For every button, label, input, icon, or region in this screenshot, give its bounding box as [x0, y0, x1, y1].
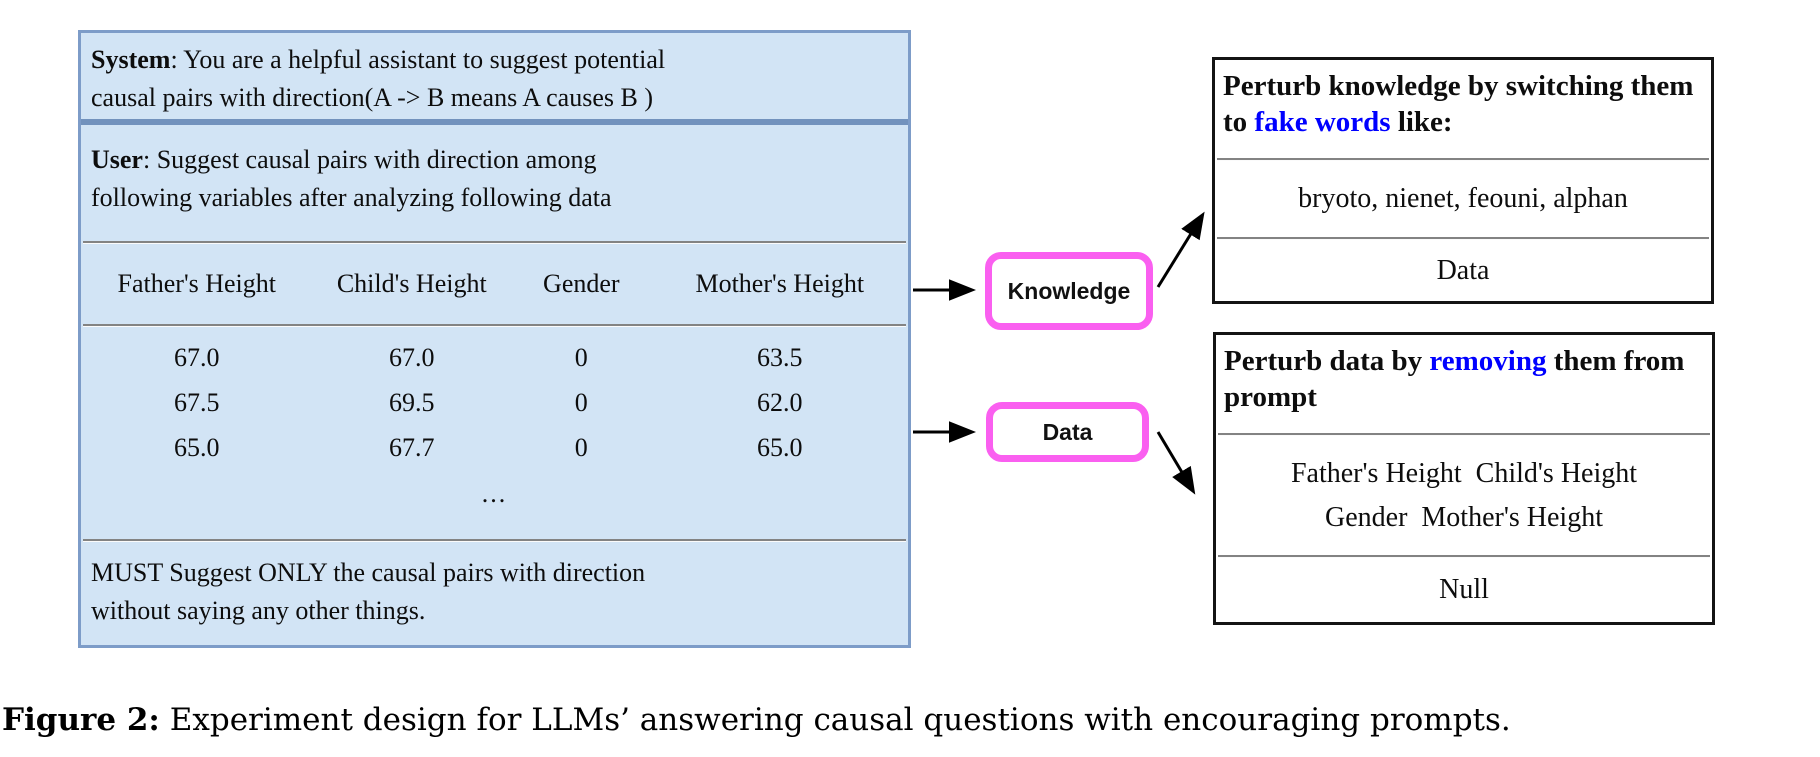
table-cell: 63.5	[757, 343, 803, 372]
section-divider	[83, 324, 906, 327]
section-divider	[1218, 555, 1710, 558]
title-text: Perturb data by	[1224, 345, 1430, 377]
user-text-line2: following variables after analyzing foll…	[91, 183, 612, 212]
table-cell: 69.5	[389, 388, 435, 417]
table-header: Child's Height	[336, 269, 487, 298]
system-text-line1: : You are a helpful assistant to suggest…	[170, 45, 666, 74]
table-row: 67.0 67.0 0 63.5	[81, 335, 908, 380]
data-node: Data	[986, 402, 1149, 462]
user-text-line1: : Suggest causal pairs with direction am…	[142, 145, 597, 174]
table-cell: 0	[574, 433, 588, 462]
knowledge-node: Knowledge	[985, 252, 1153, 330]
fake-words-text: bryoto, nienet, feouni, alphan	[1298, 183, 1628, 214]
section-divider	[83, 241, 906, 244]
table-header: Mother's Height	[695, 269, 865, 298]
user-label: User	[91, 145, 143, 174]
variables-line2: Gender Mother's Height	[1325, 501, 1603, 533]
variables-line1: Father's Height Child's Height	[1290, 457, 1638, 489]
knowledge-perturbation-box: Perturb knowledge by switching them to f…	[1212, 57, 1714, 304]
arrow-knowledge-to-perturb-box	[1156, 211, 1205, 288]
title-text: Perturb knowledge by switching them to	[1223, 70, 1694, 138]
title-highlight: fake words	[1254, 106, 1391, 138]
figure-caption-label: Figure 2:	[2, 702, 160, 738]
section-divider	[1217, 237, 1709, 240]
title-text: like:	[1390, 106, 1453, 138]
data-table: 67.0 67.0 0 63.5 67.5 69.5 0 62.0 65.0 6…	[81, 327, 908, 539]
title-text: them from prompt	[1224, 345, 1685, 413]
user-message: User: Suggest causal pairs with directio…	[81, 125, 908, 241]
knowledge-box-footer-text: Data	[1436, 254, 1490, 286]
instruction-line1: MUST Suggest ONLY the causal pairs with …	[91, 558, 646, 587]
table-cell: 62.0	[757, 388, 803, 417]
instruction-line2: without saying any other things.	[91, 596, 426, 625]
table-cell: 67.7	[389, 433, 435, 462]
figure-caption: Figure 2: Experiment design for LLMs’ an…	[2, 698, 1818, 742]
data-perturbation-title: Perturb data by removing them from promp…	[1216, 335, 1712, 433]
system-label: System	[91, 45, 171, 74]
system-text-line2: causal pairs with direction(A -> B means…	[91, 83, 653, 112]
section-divider	[1217, 158, 1709, 161]
table-cell: 65.0	[757, 433, 803, 462]
knowledge-node-label: Knowledge	[1007, 277, 1131, 304]
title-highlight: removing	[1429, 345, 1547, 377]
data-box-footer-text: Null	[1439, 574, 1489, 605]
table-cell: 0	[574, 343, 588, 372]
knowledge-perturbation-title: Perturb knowledge by switching them to f…	[1215, 60, 1711, 158]
prompt-box: System: You are a helpful assistant to s…	[78, 30, 911, 648]
section-divider	[83, 539, 906, 542]
arrow-data-to-perturb-box	[1156, 431, 1196, 495]
table-row: 67.5 69.5 0 62.0	[81, 380, 908, 425]
section-divider	[1218, 433, 1710, 436]
fake-words-list: bryoto, nienet, feouni, alphan	[1215, 161, 1711, 237]
table-cell: 67.0	[389, 343, 435, 372]
instruction-message: MUST Suggest ONLY the causal pairs with …	[81, 542, 908, 645]
system-message: System: You are a helpful assistant to s…	[81, 33, 908, 125]
table-cell: 67.0	[174, 343, 220, 372]
knowledge-box-footer: Data	[1215, 240, 1711, 301]
table-row: 65.0 67.7 0 65.0	[81, 425, 908, 470]
figure-caption-text: Experiment design for LLMs’ answering ca…	[169, 702, 1511, 738]
table-header-row: Father's Height Child's Height Gender Mo…	[81, 244, 908, 324]
data-perturbation-box: Perturb data by removing them from promp…	[1213, 332, 1715, 625]
table-header: Gender	[543, 269, 620, 298]
table-cell: 65.0	[174, 433, 220, 462]
variables-list: Father's Height Child's Height Gender Mo…	[1216, 436, 1712, 555]
table-cell: 0	[574, 388, 588, 417]
data-box-footer: Null	[1216, 558, 1712, 622]
data-node-label: Data	[1042, 418, 1093, 445]
table-cell: 67.5	[174, 388, 220, 417]
table-ellipsis: ...	[481, 479, 508, 508]
table-header: Father's Height	[117, 269, 277, 298]
